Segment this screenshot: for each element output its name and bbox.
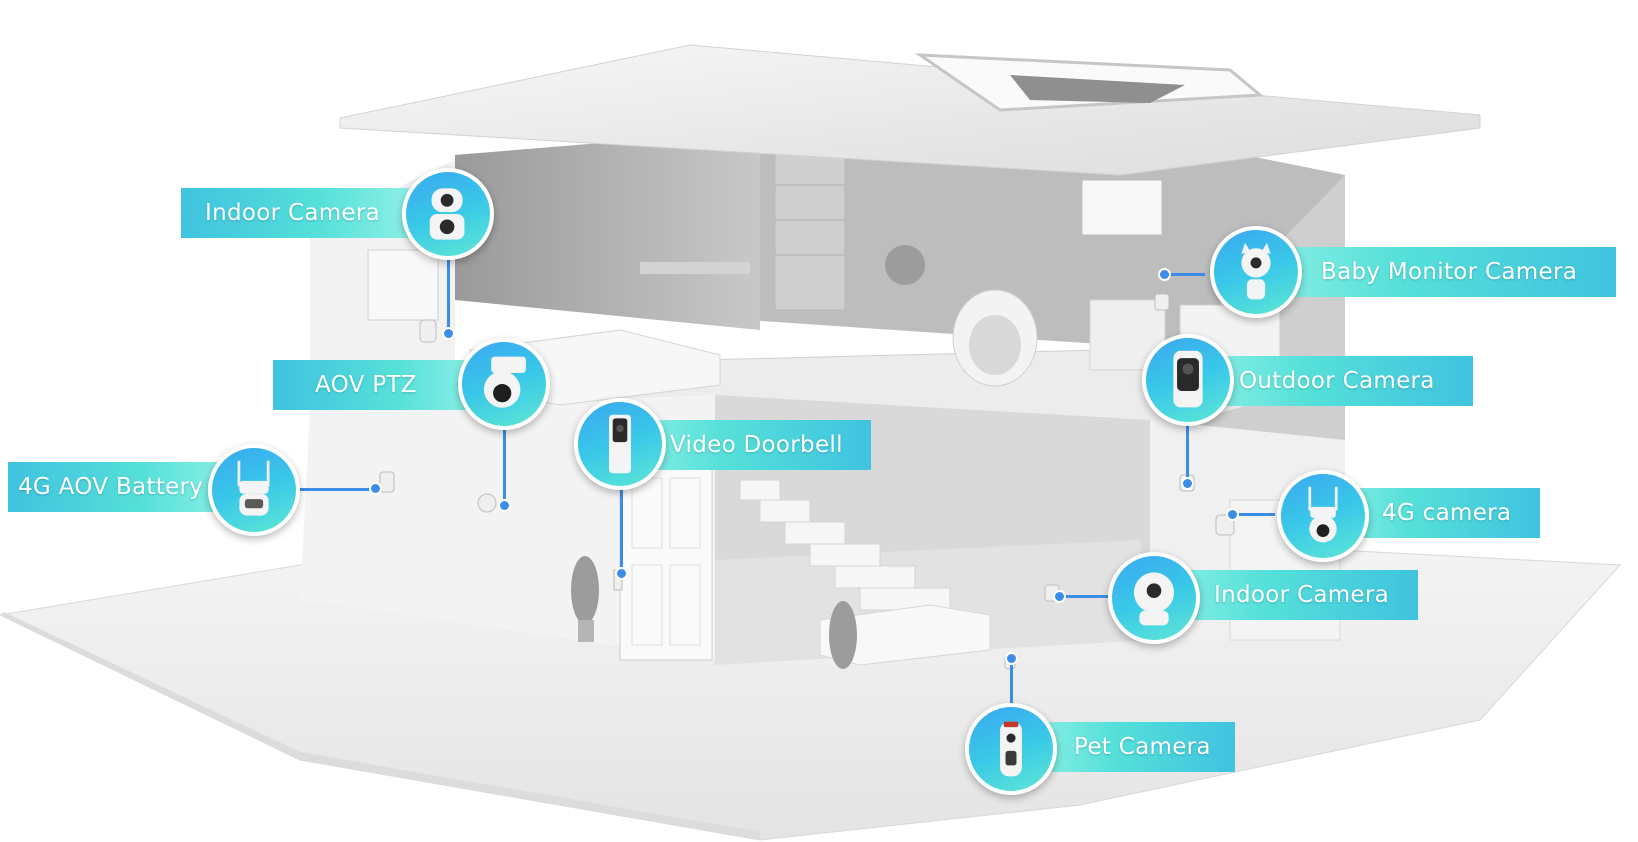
callout-label-text: 4G camera: [1382, 500, 1512, 526]
connector-line: [1058, 595, 1113, 598]
window-left: [367, 249, 439, 321]
connector-dot: [1005, 652, 1018, 665]
callout-badge-pet-camera: [965, 703, 1057, 795]
callout-label-text: Indoor Camera: [1214, 582, 1390, 608]
treat-camera-icon: [1000, 721, 1022, 777]
callout-label-pet-camera: Pet Camera: [1030, 722, 1235, 772]
sofa: [819, 604, 991, 666]
callout-badge-indoor-camera-bottom: [1108, 552, 1200, 644]
callout-label-outdoor-camera: Outdoor Camera: [1195, 356, 1473, 406]
connector-line: [447, 258, 450, 333]
connector-dot: [498, 499, 511, 512]
connector-dot: [1053, 590, 1066, 603]
pan-tilt-camera-icon: [1133, 572, 1175, 626]
callout-label-4g-aov-battery: 4G AOV Battery: [8, 462, 233, 512]
callout-label-indoor-camera-bottom: Indoor Camera: [1160, 570, 1418, 620]
plant: [571, 245, 925, 669]
connector-line: [300, 488, 378, 491]
dual-lens-camera-icon: [429, 188, 465, 240]
ptz-camera-icon: [483, 356, 526, 408]
callout-label-text: Outdoor Camera: [1239, 368, 1435, 394]
connector-dot: [369, 482, 382, 495]
callout-label-text: AOV PTZ: [315, 372, 417, 398]
window-right: [1081, 179, 1163, 236]
callout-badge-video-doorbell: [574, 398, 666, 490]
desk: [640, 262, 750, 274]
callout-badge-outdoor-camera: [1142, 334, 1234, 426]
connector-dot: [615, 567, 628, 580]
cat-ear-camera-icon: [1241, 242, 1271, 300]
connector-dot: [1181, 477, 1194, 490]
callout-label-text: Pet Camera: [1074, 734, 1211, 760]
callout-label-baby-monitor-camera: Baby Monitor Camera: [1255, 247, 1616, 297]
callout-label-text: Video Doorbell: [670, 432, 843, 458]
callout-badge-4g-aov-battery: [208, 444, 300, 536]
callout-badge-baby-monitor-camera: [1210, 226, 1302, 318]
callout-label-indoor-camera-top: Indoor Camera: [181, 188, 411, 238]
callout-label-text: Indoor Camera: [205, 200, 381, 226]
callout-badge-4g-camera: [1277, 470, 1369, 562]
doorbell-icon: [609, 414, 631, 474]
connector-line: [1010, 658, 1013, 708]
antenna-camera-icon: [1308, 486, 1338, 543]
callout-label-text: Baby Monitor Camera: [1321, 259, 1578, 285]
connector-line: [1186, 425, 1189, 483]
battery-camera-icon: [1173, 350, 1203, 408]
connector-dot: [442, 327, 455, 340]
connector-line: [1165, 273, 1205, 276]
callout-label-video-doorbell: Video Doorbell: [625, 420, 871, 470]
callout-badge-aov-ptz: [458, 338, 550, 430]
antenna-ptz-camera-icon: [237, 460, 270, 516]
connector-dot: [1158, 268, 1171, 281]
connector-line: [620, 486, 623, 576]
connector-dot: [1226, 508, 1239, 521]
staircase: [739, 479, 951, 611]
callout-badge-indoor-camera-top: [402, 168, 494, 260]
connector-line: [1230, 513, 1275, 516]
roof: [339, 44, 1481, 176]
bookshelf: [774, 144, 846, 311]
connector-line: [503, 426, 506, 506]
callout-label-aov-ptz: AOV PTZ: [273, 360, 478, 410]
callout-label-text: 4G AOV Battery: [18, 474, 204, 500]
front-door: [619, 461, 713, 661]
